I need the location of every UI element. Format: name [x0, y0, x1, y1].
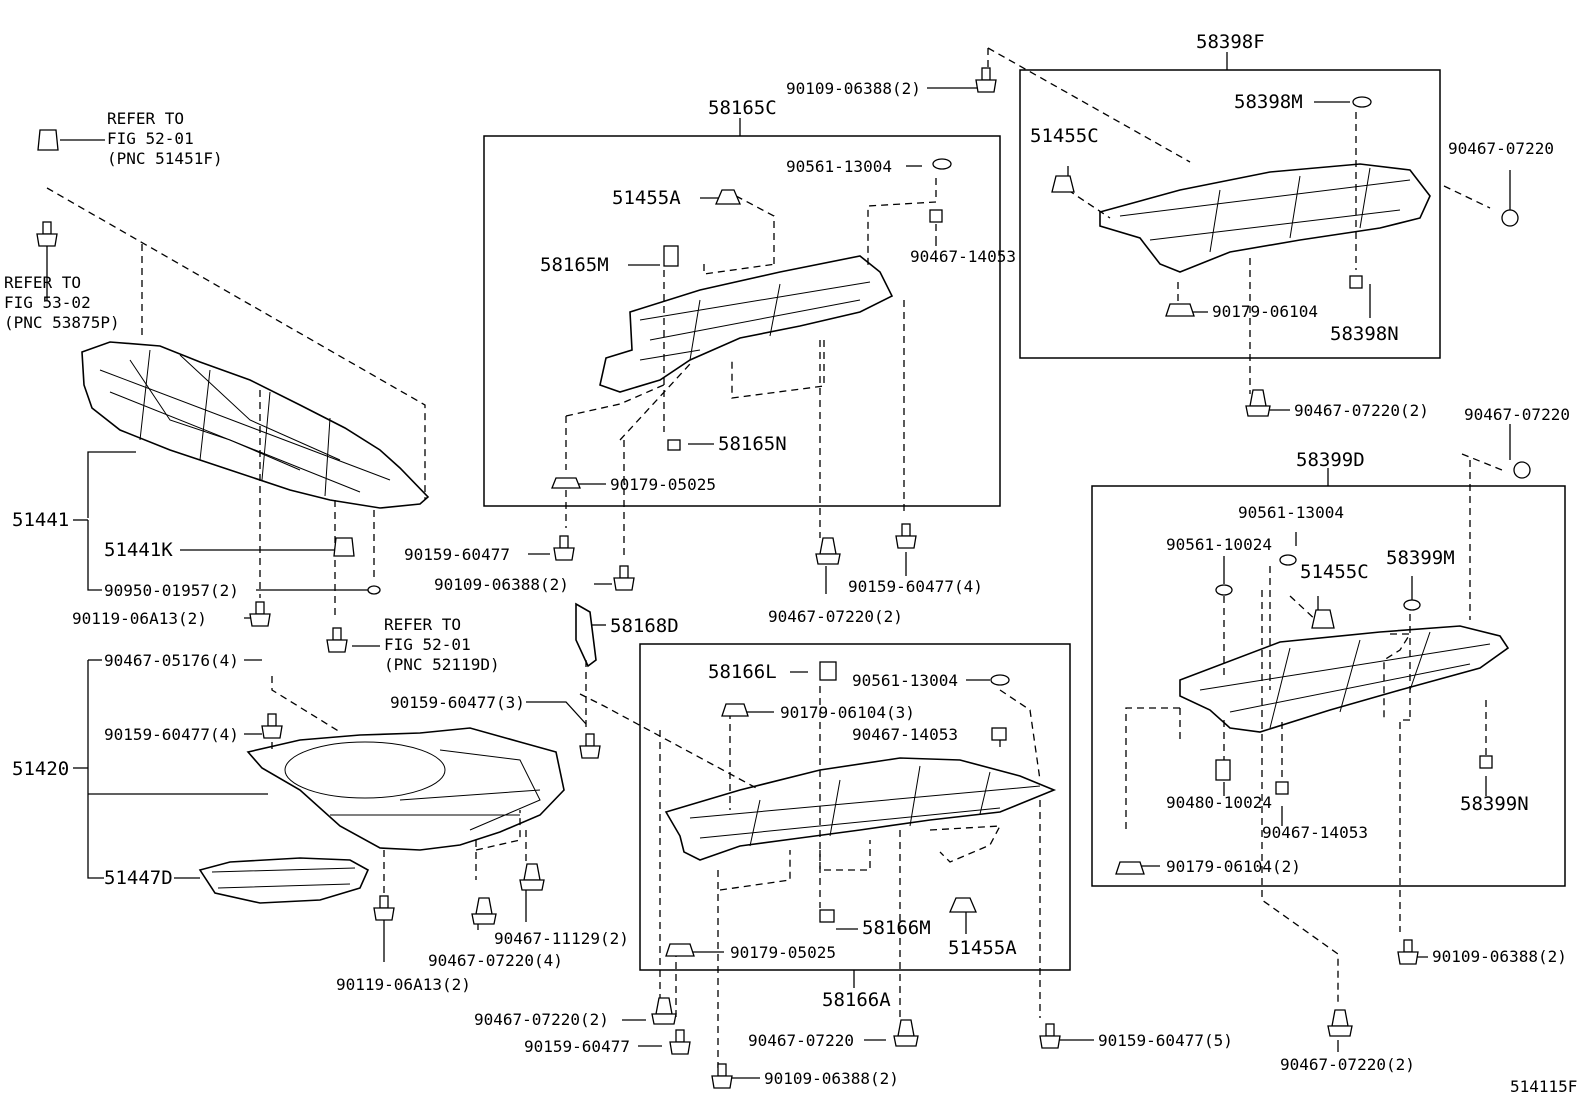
leader-lines	[46, 87, 1511, 1079]
label-58398N: 58398N	[1330, 323, 1399, 345]
part-58168D	[575, 602, 597, 668]
label-90159-60477-5: 90159-60477(5)	[1098, 1031, 1233, 1050]
ref2-line3: (PNC 53875P)	[4, 313, 120, 332]
label-51455A-b: 51455A	[948, 937, 1017, 959]
panel-51447D	[198, 857, 370, 904]
label-90467-07220-4: 90467-07220(4)	[428, 951, 563, 970]
label-51420: 51420	[12, 758, 69, 780]
box-58166A	[639, 643, 1071, 971]
ref3-line3: (PNC 52119D)	[384, 655, 500, 674]
label-90467-07220-2d: 90467-07220(2)	[474, 1010, 609, 1029]
label-90467-07220-c: 90467-07220	[748, 1031, 854, 1050]
label-90179-06104-2: 90179-06104(2)	[1166, 857, 1301, 876]
label-90109-06388-2a: 90109-06388(2)	[786, 79, 921, 98]
label-90561-13004-c: 90561-13004	[852, 671, 958, 690]
label-90561-10024: 90561-10024	[1166, 535, 1272, 554]
ref2-line2: FIG 53-02	[4, 293, 91, 312]
label-58165N: 58165N	[718, 433, 787, 455]
label-90119-06A13-2b: 90119-06A13(2)	[336, 975, 471, 994]
label-51455A-a: 51455A	[612, 187, 681, 209]
label-90119-06A13-2a: 90119-06A13(2)	[72, 609, 207, 628]
label-90480-10024: 90480-10024	[1166, 793, 1272, 812]
label-58398F: 58398F	[1196, 31, 1265, 53]
label-58399M: 58399M	[1386, 547, 1455, 569]
label-90159-60477-4b: 90159-60477(4)	[104, 725, 239, 744]
label-90159-60477-a: 90159-60477	[404, 545, 510, 564]
label-51441: 51441	[12, 509, 69, 531]
label-90179-05025-a: 90179-05025	[610, 475, 716, 494]
ref1-line2: FIG 52-01	[107, 129, 194, 148]
label-58399D: 58399D	[1296, 449, 1365, 471]
ref3-line1: REFER TO	[384, 615, 461, 634]
label-90109-06388-2b: 90109-06388(2)	[434, 575, 569, 594]
assembly-lines	[46, 47, 1503, 1068]
label-58166A: 58166A	[822, 989, 891, 1011]
fasteners	[36, 67, 1531, 1089]
panel-58398F	[1099, 163, 1431, 273]
label-90159-60477-3: 90159-60477(3)	[390, 693, 525, 712]
label-90561-13004-a: 90561-13004	[786, 157, 892, 176]
label-90467-07220-2c: 90467-07220(2)	[1280, 1055, 1415, 1074]
label-51441K: 51441K	[104, 539, 173, 561]
label-90109-06388-2d: 90109-06388(2)	[764, 1069, 899, 1088]
label-90109-06388-2c: 90109-06388(2)	[1432, 947, 1567, 966]
label-90467-07220-a: 90467-07220	[1448, 139, 1554, 158]
label-90467-14053-a: 90467-14053	[910, 247, 1016, 266]
label-90159-60477-4a: 90159-60477(4)	[848, 577, 983, 596]
label-90159-60477-b: 90159-60477	[524, 1037, 630, 1056]
label-58399N: 58399N	[1460, 793, 1529, 815]
label-58166L: 58166L	[708, 661, 777, 683]
label-90467-07220-b: 90467-07220	[1464, 405, 1570, 424]
label-51455C-a: 51455C	[1030, 125, 1099, 147]
label-90467-07220-2a: 90467-07220(2)	[1294, 401, 1429, 420]
label-58165M: 58165M	[540, 254, 609, 276]
label-51447D: 51447D	[104, 867, 173, 889]
box-58398F	[1019, 69, 1441, 359]
label-90950-01957-2: 90950-01957(2)	[104, 581, 239, 600]
label-90179-06104-3: 90179-06104(3)	[780, 703, 915, 722]
panel-51441	[81, 341, 430, 509]
label-90467-14053-c: 90467-14053	[852, 725, 958, 744]
label-58168D: 58168D	[610, 615, 679, 637]
label-58166M: 58166M	[862, 917, 931, 939]
ref3-line2: FIG 52-01	[384, 635, 471, 654]
label-90467-05176-4: 90467-05176(4)	[104, 651, 239, 670]
ref1-line3: (PNC 51451F)	[107, 149, 223, 168]
label-90179-06104-a: 90179-06104	[1212, 302, 1318, 321]
box-58165C	[483, 135, 1001, 507]
panel-58399D	[1179, 625, 1510, 733]
label-90467-11129-2: 90467-11129(2)	[494, 929, 629, 948]
label-90467-14053-b: 90467-14053	[1262, 823, 1368, 842]
ref2-line1: REFER TO	[4, 273, 81, 292]
label-51455C-b: 51455C	[1300, 561, 1369, 583]
label-90179-05025-b: 90179-05025	[730, 943, 836, 962]
label-90561-13004-b: 90561-13004	[1238, 503, 1344, 522]
panel-58165C	[599, 255, 894, 393]
label-90467-07220-2b: 90467-07220(2)	[768, 607, 903, 626]
panel-51420	[246, 727, 565, 851]
diagram-code: 514115F	[1510, 1077, 1577, 1096]
panel-58166A	[664, 757, 1057, 861]
label-58398M: 58398M	[1234, 91, 1303, 113]
ref1-line1: REFER TO	[107, 109, 184, 128]
label-58165C: 58165C	[708, 97, 777, 119]
